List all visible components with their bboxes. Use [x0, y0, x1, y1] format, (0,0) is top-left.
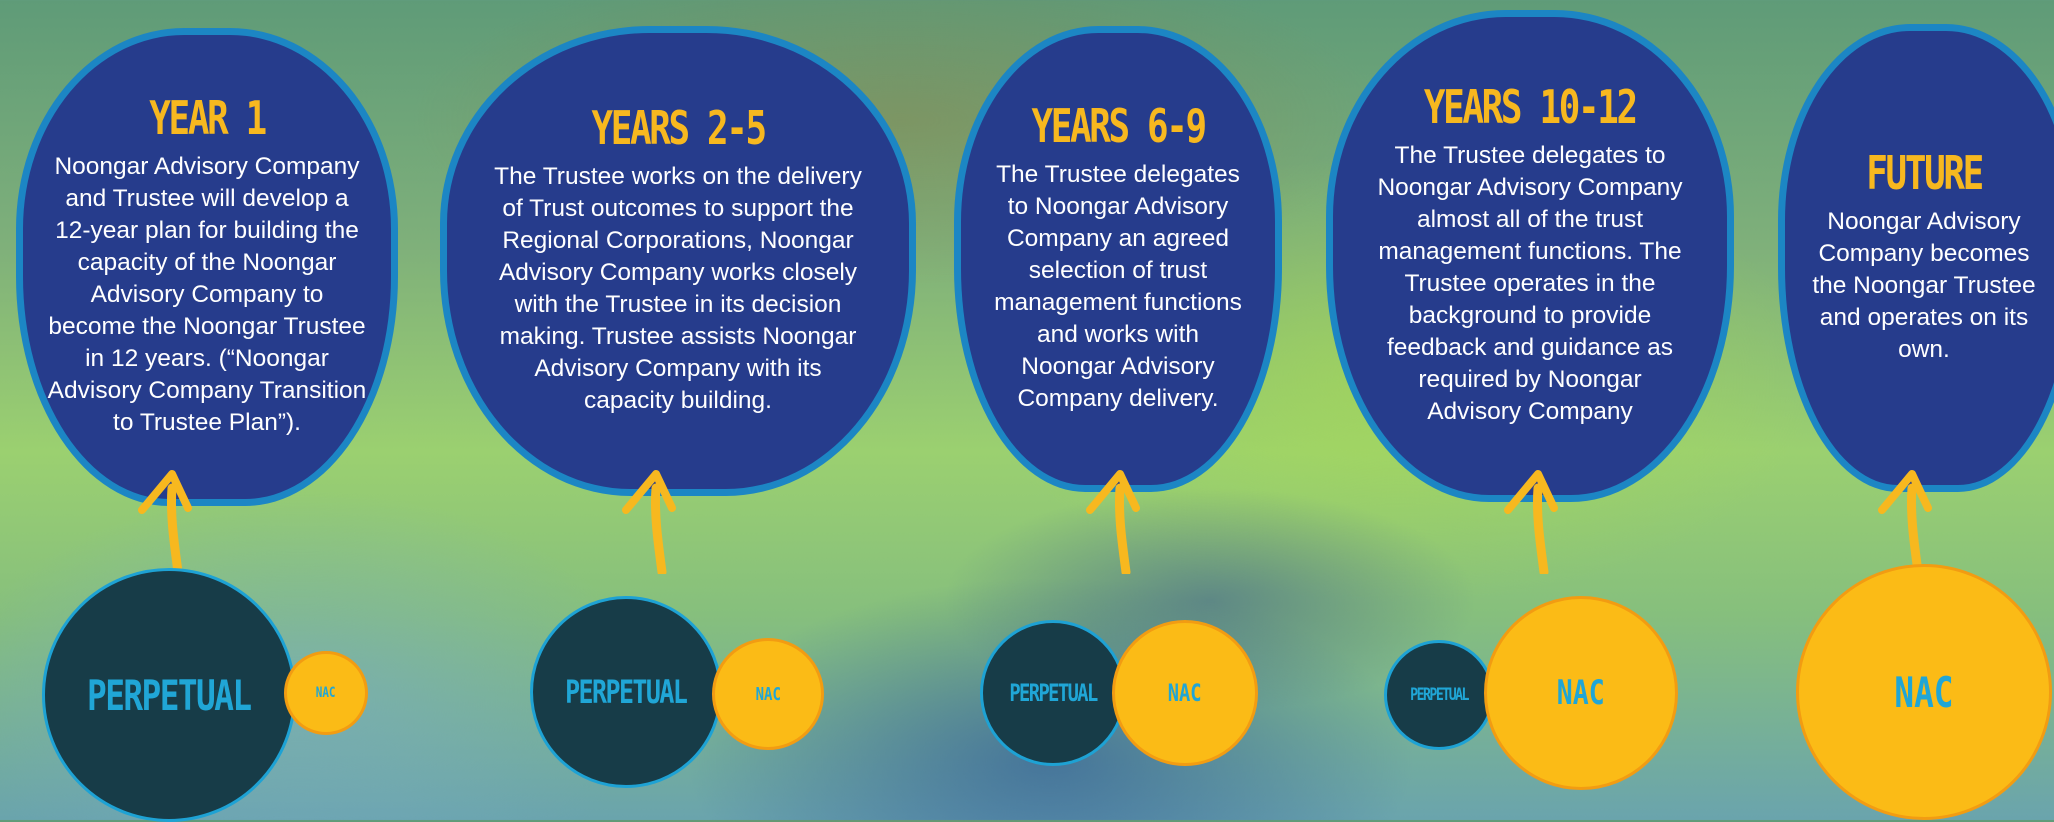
perpetual-label: PERPETUAL — [1410, 685, 1469, 705]
stage-heading: YEARS 6-9 — [1031, 99, 1207, 153]
stage-heading: FUTURE — [1866, 146, 1984, 200]
stage-description: The Trustee delegates to Noongar Advisor… — [994, 161, 1242, 412]
stage-description: The Trustee delegates to Noongar Advisor… — [1377, 142, 1683, 425]
stage-heading: YEARS 2-5 — [591, 101, 767, 155]
perpetual-label: PERPETUAL — [565, 673, 688, 711]
nac-label: NAC — [1557, 673, 1605, 713]
stage-years-6-9-bubble: YEARS 6-9 The Trustee delegates to Noong… — [954, 26, 1282, 492]
nac-circle: NAC — [1796, 564, 2052, 820]
nac-label: NAC — [755, 683, 781, 705]
nac-circle: NAC — [1112, 620, 1258, 766]
stage-future-bubble: FUTURE Noongar Advisory Company becomes … — [1778, 24, 2054, 492]
arrow-up-icon — [138, 470, 192, 574]
arrow-up-icon — [1086, 470, 1140, 574]
stage-description: Noongar Advisory Company becomes the Noo… — [1812, 208, 2036, 363]
nac-label: NAC — [1168, 679, 1202, 707]
stage-description: Noongar Advisory Company and Trustee wil… — [47, 153, 367, 436]
perpetual-circle: PERPETUAL — [530, 596, 722, 788]
arrow-up-icon — [622, 470, 676, 574]
nac-label: NAC — [1894, 667, 1954, 717]
nac-circle: NAC — [712, 638, 824, 750]
stage-years-2-5-bubble: YEARS 2-5 The Trustee works on the deliv… — [440, 26, 916, 496]
nac-label: NAC — [316, 685, 336, 701]
perpetual-label: PERPETUAL — [87, 670, 252, 720]
perpetual-circle: PERPETUAL — [42, 568, 296, 822]
stage-description: The Trustee works on the delivery of Tru… — [494, 163, 862, 414]
stage-heading: YEAR 1 — [149, 91, 267, 145]
nac-circle: NAC — [1484, 596, 1678, 790]
arrow-up-icon — [1878, 470, 1932, 574]
stage-heading: YEARS 10-12 — [1424, 80, 1638, 134]
stage-years-10-12-bubble: YEARS 10-12 The Trustee delegates to Noo… — [1326, 10, 1734, 502]
perpetual-label: PERPETUAL — [1009, 679, 1098, 707]
stage-year-1-bubble: YEAR 1 Noongar Advisory Company and Trus… — [16, 28, 398, 506]
nac-circle: NAC — [284, 651, 368, 735]
perpetual-circle: PERPETUAL — [980, 620, 1126, 766]
arrow-up-icon — [1504, 470, 1558, 574]
perpetual-circle: PERPETUAL — [1384, 640, 1494, 750]
